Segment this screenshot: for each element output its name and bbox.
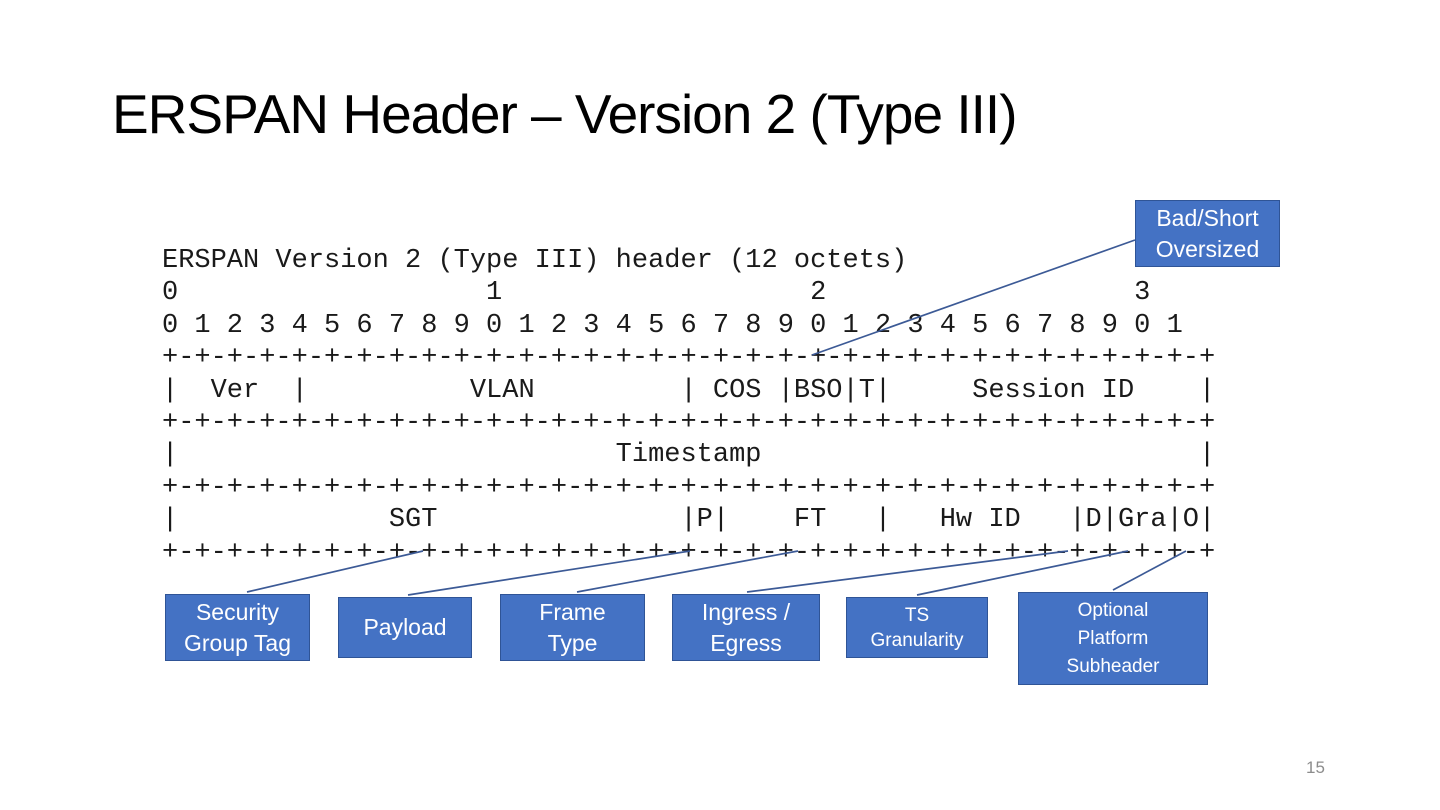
- page-number: 15: [1306, 758, 1325, 777]
- callout-payload: Payload: [338, 597, 472, 658]
- callout-ingress-egress: Ingress / Egress: [672, 594, 820, 661]
- callout-frame-type: Frame Type: [500, 594, 645, 661]
- callout-label-line: Group Tag: [184, 629, 291, 656]
- callout-ts-granularity: TS Granularity: [846, 597, 988, 658]
- slide-title: ERSPAN Header – Version 2 (Type III): [112, 83, 1018, 145]
- callout-label-line: Security: [195, 598, 280, 625]
- callout-bad-short-oversized: Bad/Short Oversized: [1135, 200, 1280, 267]
- callout-label-line: Optional: [1077, 599, 1149, 621]
- callout-security-group-tag: Security Group Tag: [165, 594, 310, 661]
- callout-label-line: Granularity: [870, 629, 964, 651]
- callout-label-line: Bad/Short: [1156, 204, 1259, 231]
- callout-label-line: Payload: [363, 614, 447, 640]
- callout-optional-platform-subheader: Optional Platform Subheader: [1018, 592, 1208, 685]
- callout-label-line: Oversized: [1155, 235, 1260, 262]
- callout-label-line: TS: [904, 604, 930, 626]
- callout-label-line: Type: [547, 629, 598, 656]
- erspan-header-ascii-diagram: ERSPAN Version 2 (Type III) header (12 o…: [162, 246, 1216, 568]
- callout-label-line: Platform: [1077, 627, 1149, 649]
- callout-label-line: Ingress /: [701, 598, 791, 625]
- callout-label-line: Subheader: [1066, 655, 1160, 677]
- callout-label-line: Frame: [539, 598, 606, 625]
- callout-label-line: Egress: [710, 629, 782, 656]
